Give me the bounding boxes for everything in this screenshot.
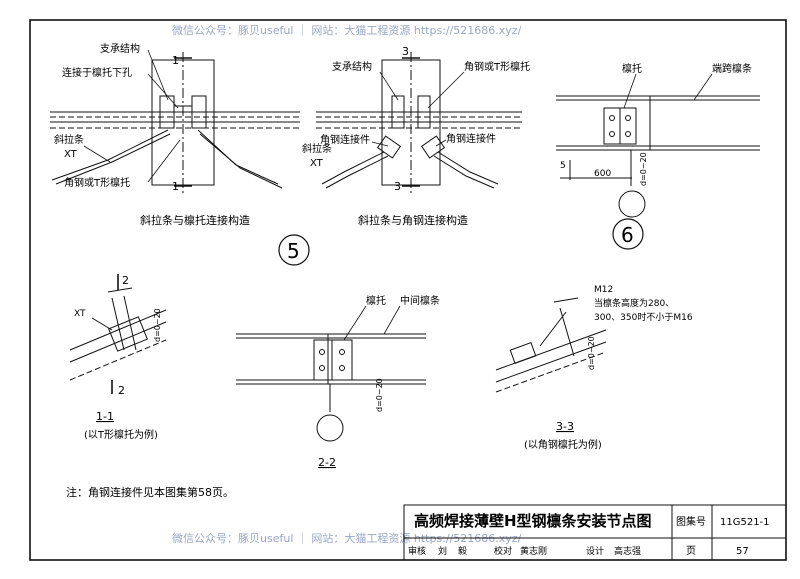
d5l-caption: 斜拉条与檩托连接构造 <box>140 213 250 227</box>
section11-subtitle: (以T形檩托为例) <box>84 428 158 441</box>
s11-d-label: d=0~20 <box>153 308 162 342</box>
d5r-angle-conn-right: 角钢连接件 <box>446 132 496 145</box>
tb-cell: 毅 <box>458 545 467 557</box>
section33-subtitle: (以角钢檩托为例) <box>524 438 602 451</box>
d5r-caption: 斜拉条与角钢连接构造 <box>358 213 468 227</box>
tb-cell: 设计 <box>586 545 604 557</box>
s33-note2: 300、350时不小于M16 <box>594 311 693 323</box>
section22-drawing <box>236 333 426 442</box>
detail5-left <box>50 52 300 195</box>
d5l-sec-top: 1 <box>172 54 179 67</box>
d6-d-label: d=0~20 <box>639 152 648 186</box>
d5l-sec-bottom: 1 <box>172 180 179 193</box>
d5r-sec-top: 3 <box>402 45 409 58</box>
s22-purlin-support: 檩托 <box>366 294 386 307</box>
s11-cut-bottom: 2 <box>118 384 125 397</box>
s33-note1: 当檩条高度为280、 <box>594 297 674 309</box>
title-block-page-label: 页 <box>686 545 696 557</box>
s33-d-label: d=0~20 <box>587 336 596 370</box>
tb-cell: 校对 <box>494 545 512 557</box>
d5r-angle-conn-left: 角钢连接件 <box>320 133 370 146</box>
detail6-drawing <box>556 95 760 218</box>
d5l-xt: XT <box>64 149 78 160</box>
d5r-xt: XT <box>310 158 324 169</box>
d5l-angle-or-t: 角钢或T形檩托 <box>64 176 130 189</box>
title-block <box>403 504 787 561</box>
section33-title: 3-3 <box>556 420 574 433</box>
d5l-tie-rod: 斜拉条 <box>54 133 84 146</box>
d5r-sec-bottom: 3 <box>394 180 401 193</box>
s22-mid-purlin: 中间檩条 <box>400 294 440 307</box>
section11-drawing <box>69 274 167 394</box>
d5r-support: 支承结构 <box>332 60 372 73</box>
s33-bolt: M12 <box>594 285 613 295</box>
sheet-note: 注：角钢连接件见本图集第58页。 <box>66 485 234 499</box>
detail5-number-circle <box>278 234 310 266</box>
s11-cut-top: 2 <box>122 274 129 287</box>
watermark-top: 微信公众号：豚贝useful ｜ 网站：大猫工程资源 https://52168… <box>172 23 522 37</box>
title-block-atlas-label: 图集号 <box>676 515 706 528</box>
d6-purlin-support: 檩托 <box>622 62 642 75</box>
d6-dim-5: 5 <box>560 161 566 171</box>
detail6-number-circle <box>612 218 644 250</box>
d6-dim-600: 600 <box>594 169 611 179</box>
d5r-angle-or-t: 角钢或T形檩托 <box>464 60 530 73</box>
s11-xt: XT <box>74 309 86 319</box>
d5r-tie-rod: 斜拉条 <box>302 142 332 155</box>
tb-cell: 审核 <box>408 545 426 557</box>
section33-drawing <box>495 297 607 393</box>
d6-end-purlin: 端跨檩条 <box>712 62 752 75</box>
title-block-page-no: 57 <box>736 546 749 557</box>
watermark-bottom: 微信公众号：豚贝useful ｜ 网站：大猫工程资源 https://52168… <box>172 531 522 545</box>
detail6-number: 6 <box>621 223 634 247</box>
detail5-number: 5 <box>287 239 300 263</box>
tb-cell: 高志强 <box>614 545 641 557</box>
tb-cell: 刘 <box>438 545 447 557</box>
section22-title: 2-2 <box>318 456 336 469</box>
tb-cell: 黄志刚 <box>520 545 547 557</box>
sheet-border <box>29 19 787 561</box>
d5l-connect-hole: 连接于檩托下孔 <box>62 66 132 79</box>
section11-title: 1-1 <box>96 410 114 423</box>
title-block-row: 审核 刘 毅 校对 黄志刚 设计 高志强 <box>408 545 641 557</box>
detail5-right <box>316 52 522 195</box>
d5l-support: 支承结构 <box>100 42 140 55</box>
title-block-title: 高频焊接薄壁H型钢檩条安装节点图 <box>414 512 652 530</box>
title-block-atlas-no: 11G521-1 <box>720 517 770 528</box>
s22-d-label: d=0~20 <box>375 378 384 412</box>
